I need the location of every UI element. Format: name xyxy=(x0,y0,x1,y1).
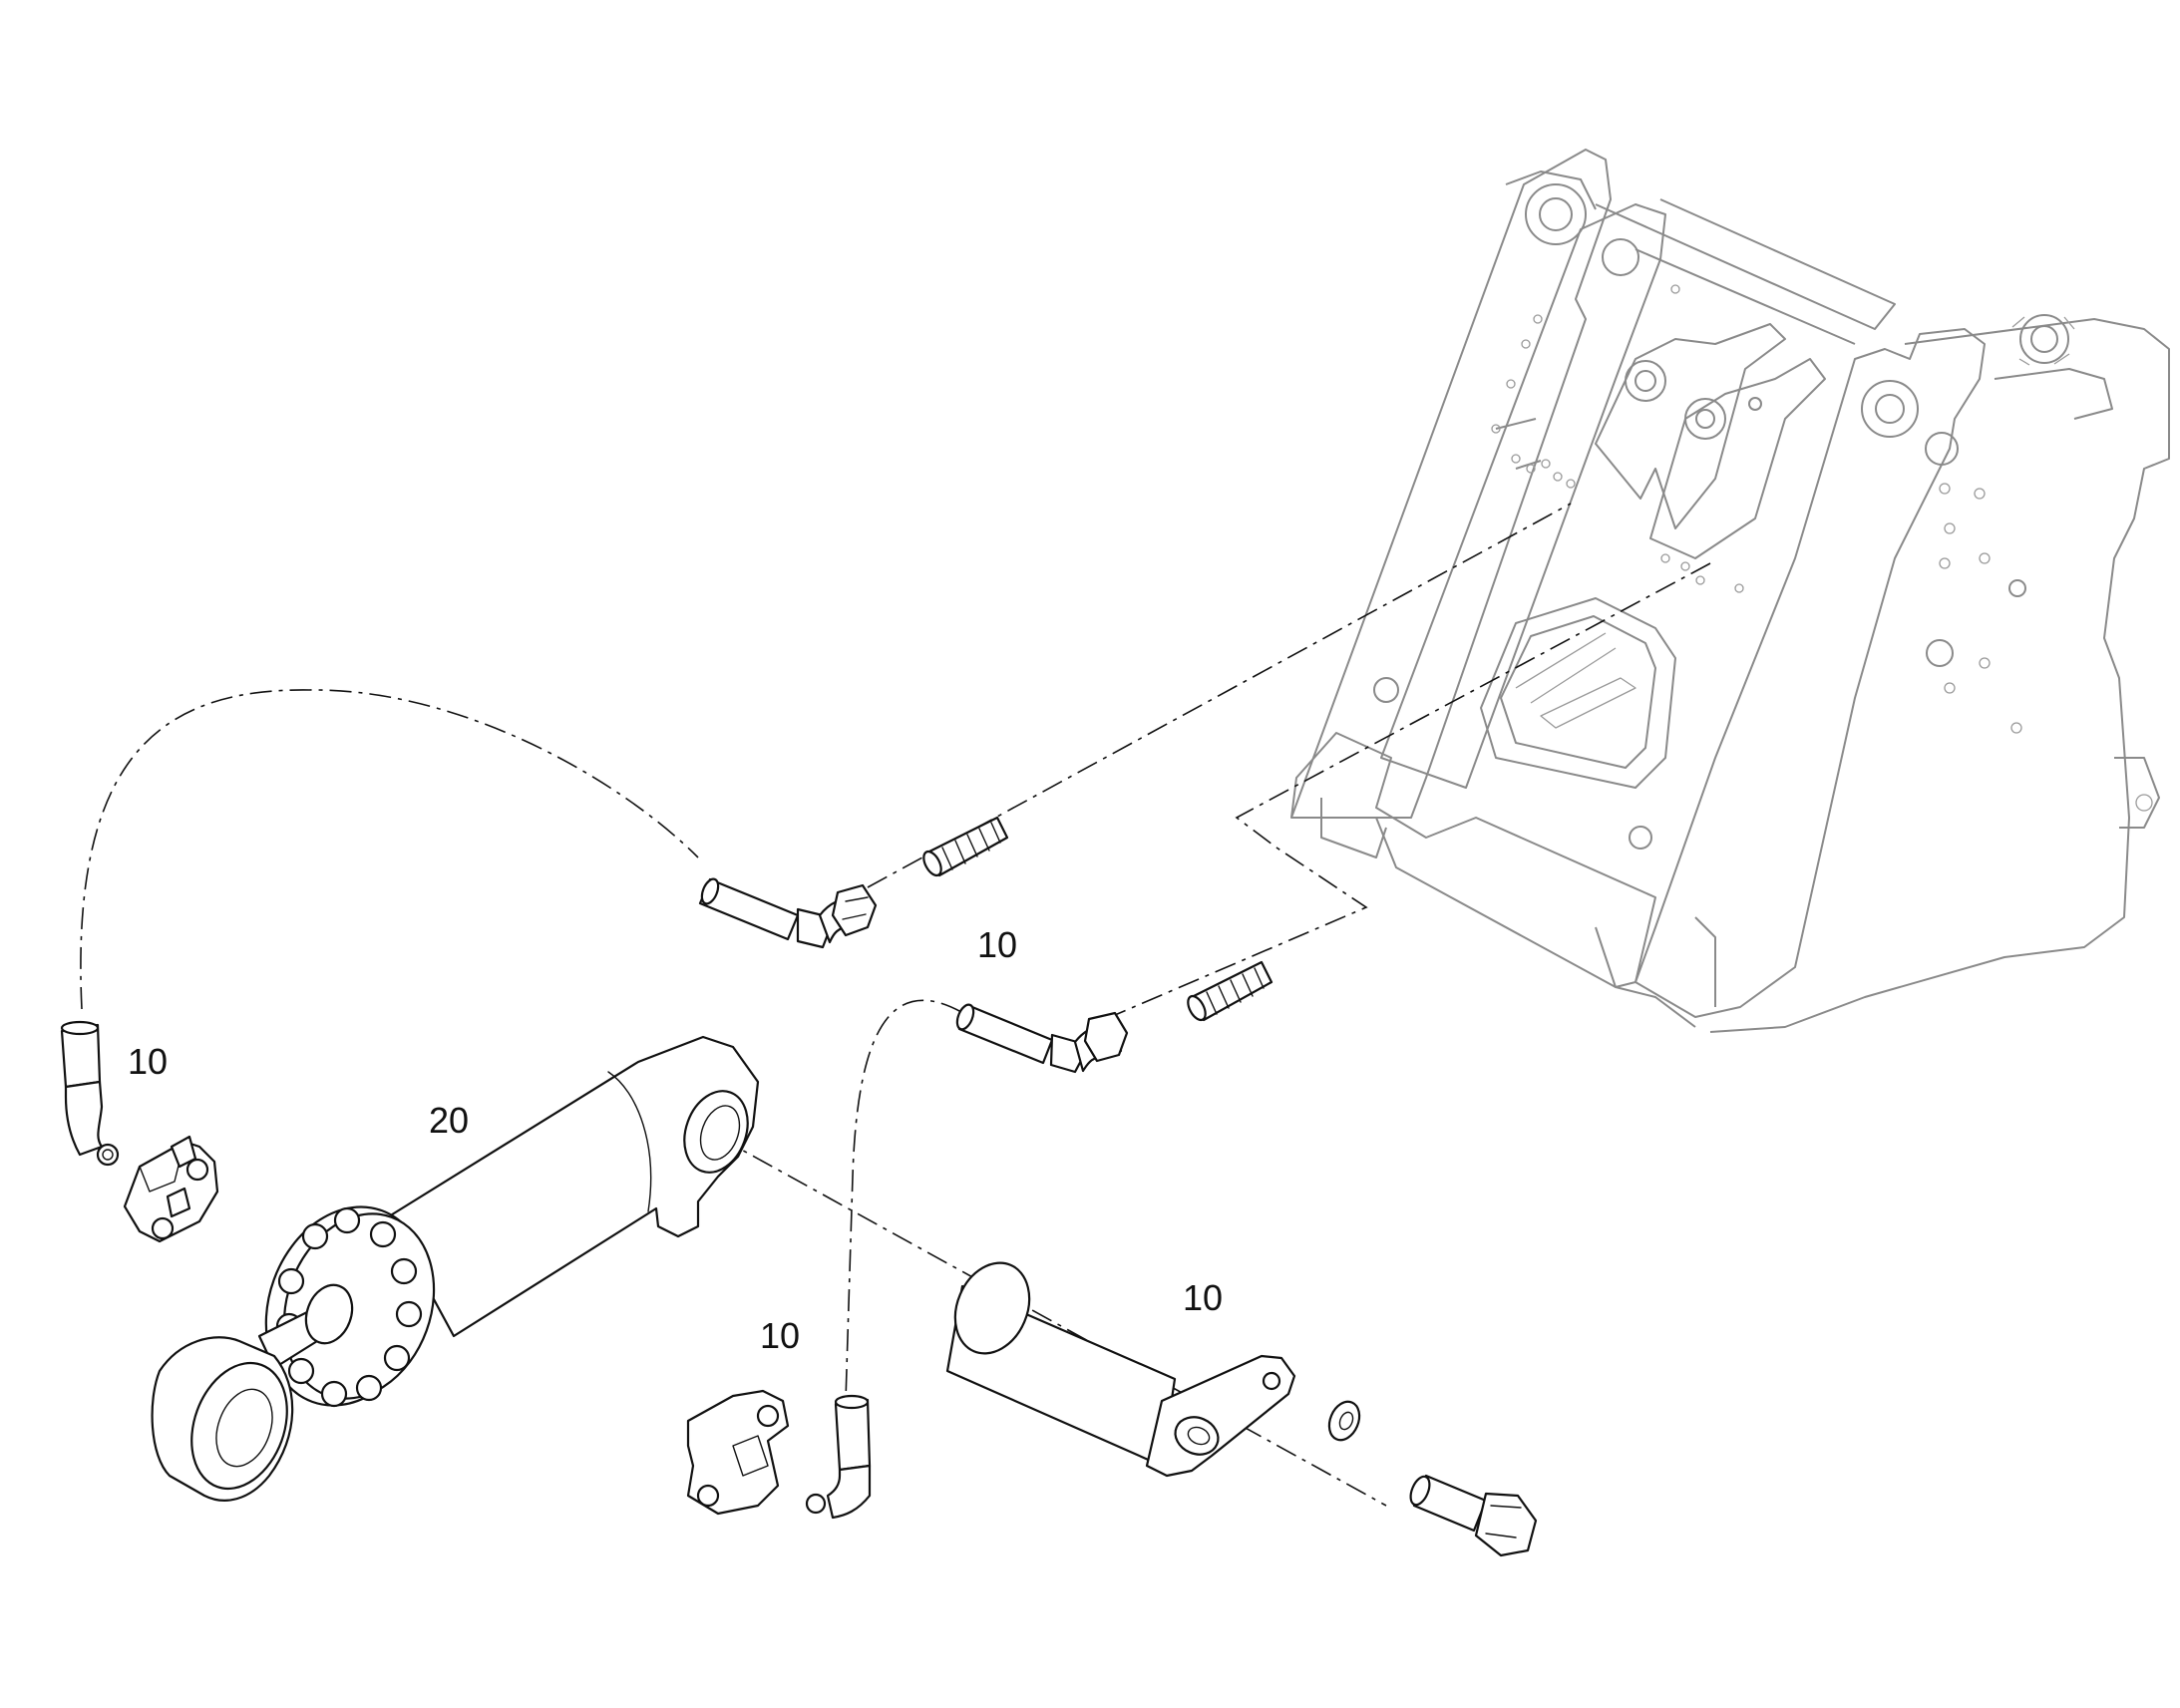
lower-hose-fitting xyxy=(955,1003,1129,1074)
lower-adapter-fitting xyxy=(1187,960,1273,1022)
upper-hose-fitting xyxy=(698,877,878,949)
callout-label: 10 xyxy=(128,1041,169,1082)
bottom-split-flange xyxy=(686,1389,790,1516)
callout-label: 10 xyxy=(977,924,1018,965)
left-split-flange xyxy=(123,1135,219,1243)
callout-label: 10 xyxy=(1183,1277,1224,1318)
washer xyxy=(1327,1400,1361,1442)
hydraulic-cylinder xyxy=(151,1035,760,1502)
left-hose-end xyxy=(60,1020,120,1167)
bottom-hose-end xyxy=(805,1394,872,1520)
bolt xyxy=(1409,1474,1538,1557)
callout-label: 20 xyxy=(429,1100,470,1141)
callout-label: 10 xyxy=(760,1315,801,1356)
pivot-pin xyxy=(945,1261,1296,1478)
loader-front-frame xyxy=(1290,149,2170,1033)
upper-adapter-fitting xyxy=(922,816,1009,877)
